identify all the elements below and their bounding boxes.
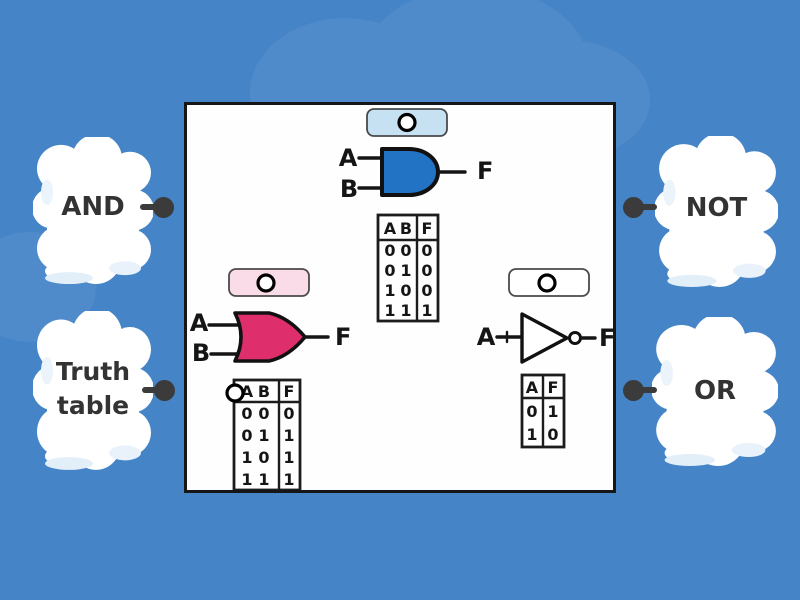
label-card-truth-table[interactable]: Truth table <box>33 311 153 471</box>
or-output-label: F <box>335 323 351 351</box>
table-cell: 1 <box>258 426 269 445</box>
table-cell: 1 <box>283 426 294 445</box>
and-input-b-label: B <box>340 175 358 203</box>
table-header: B <box>400 219 412 238</box>
or-connector-line <box>633 387 657 393</box>
table-header: B <box>258 382 270 401</box>
not-gate-figure: A F A F 0 1 1 0 <box>477 268 613 449</box>
table-cell: 1 <box>547 402 558 421</box>
and-gate-shape <box>380 147 440 197</box>
table-cell: 0 <box>547 425 558 444</box>
table-header: F <box>548 378 559 397</box>
or-input-a-label: A <box>190 309 209 337</box>
table-cell: 1 <box>384 281 395 300</box>
truth-table-connector-dot[interactable] <box>154 380 175 401</box>
or-gate-figure: A B F A B F 0 0 0 0 <box>190 268 351 490</box>
table-cell: 0 <box>400 281 411 300</box>
table-cell: 1 <box>258 470 269 489</box>
not-connector-dot[interactable] <box>623 197 644 218</box>
and-connector-line <box>140 204 165 210</box>
table-cell: 0 <box>400 241 411 260</box>
table-cell: 0 <box>526 402 537 421</box>
or-truth-table: A B F 0 0 0 0 1 1 1 0 1 1 1 1 <box>232 378 302 490</box>
table-cell: 0 <box>421 281 432 300</box>
not-drop-target-circle[interactable] <box>537 273 557 293</box>
table-cell: 1 <box>421 301 432 320</box>
label-text-and: AND <box>61 192 125 222</box>
diagram-image-panel: A B F A B F 0 0 0 0 <box>184 102 616 493</box>
label-text-or: OR <box>693 376 737 406</box>
and-output-label: F <box>477 157 493 185</box>
label-text-not: NOT <box>685 193 748 223</box>
table-cell: 0 <box>384 261 395 280</box>
table-cell: 1 <box>400 301 411 320</box>
table-cell: 1 <box>526 425 537 444</box>
not-connector-line <box>633 204 657 210</box>
table-cell: 0 <box>241 426 252 445</box>
label-text-truth-table: Truth table <box>55 357 131 420</box>
table-header: A <box>526 378 539 397</box>
table-cell: 0 <box>421 241 432 260</box>
and-drop-target-circle[interactable] <box>397 112 417 133</box>
table-cell: 1 <box>283 470 294 489</box>
or-drop-target-circle[interactable] <box>256 273 276 293</box>
not-gate-shape <box>520 312 569 364</box>
table-cell: 0 <box>283 404 294 423</box>
table-cell: 0 <box>258 448 269 467</box>
or-input-b-label: B <box>192 339 210 367</box>
and-input-a-label: A <box>339 144 358 172</box>
not-inverter-bubble <box>568 331 582 345</box>
table-cell: 0 <box>241 404 252 423</box>
truth-table-drop-target-circle[interactable] <box>225 383 245 403</box>
table-cell: 1 <box>384 301 395 320</box>
table-cell: 1 <box>283 448 294 467</box>
not-truth-table: A F 0 1 1 0 <box>520 373 566 449</box>
table-header: F <box>284 382 295 401</box>
or-connector-dot[interactable] <box>623 380 644 401</box>
or-gate-shape <box>233 311 307 363</box>
table-cell: 1 <box>241 470 252 489</box>
table-cell: 0 <box>421 261 432 280</box>
and-connector-dot[interactable] <box>153 197 174 218</box>
label-card-or[interactable]: OR <box>652 317 778 467</box>
table-header: A <box>384 219 397 238</box>
and-truth-table: A B F 0 0 0 0 1 0 1 0 0 1 1 1 <box>376 213 440 323</box>
table-header: F <box>422 219 433 238</box>
label-card-not[interactable]: NOT <box>655 136 778 288</box>
table-cell: 0 <box>258 404 269 423</box>
not-input-a-label: A <box>477 323 496 351</box>
not-output-label: F <box>599 324 613 352</box>
table-cell: 0 <box>384 241 395 260</box>
table-cell: 1 <box>400 261 411 280</box>
and-gate-figure: A B F A B F 0 0 0 0 <box>339 108 493 323</box>
table-header: A <box>241 382 254 401</box>
label-card-and[interactable]: AND <box>33 137 153 285</box>
table-cell: 1 <box>241 448 252 467</box>
